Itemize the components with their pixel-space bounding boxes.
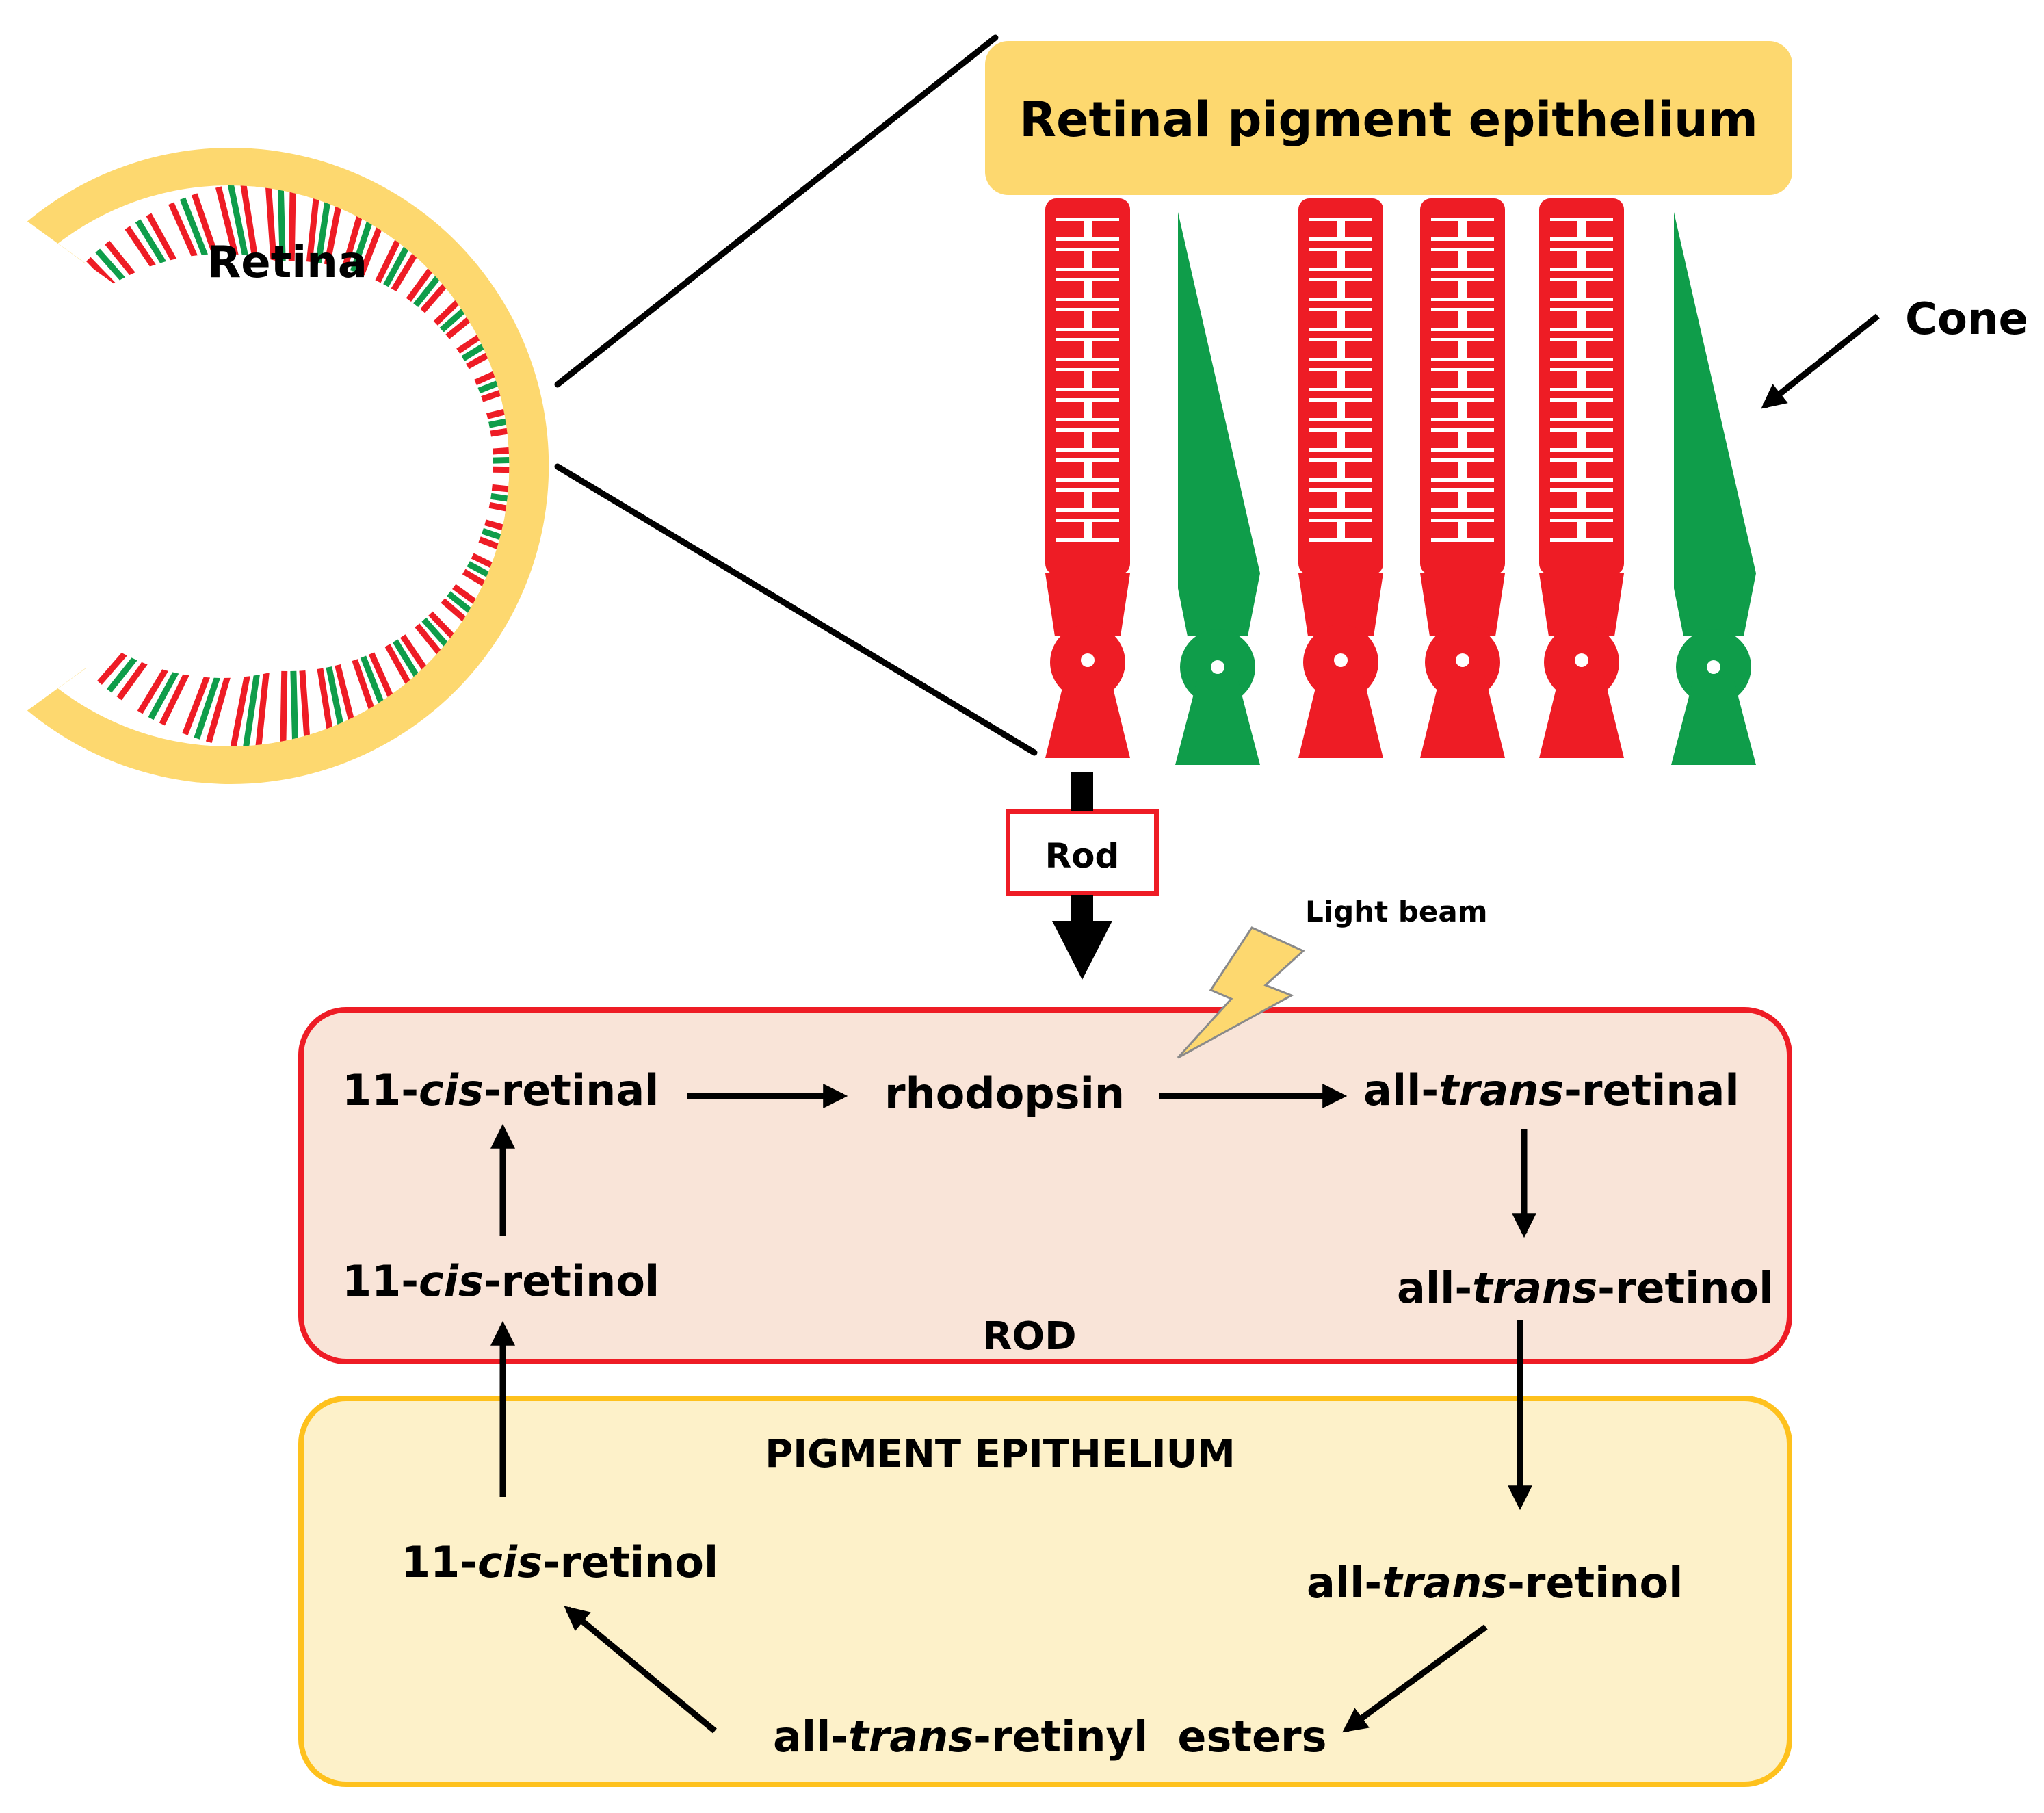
- cone-cell: [1175, 212, 1260, 765]
- cone-label: Cone: [1905, 294, 2028, 345]
- rod-cell: [1298, 198, 1383, 758]
- arrow-trans-retinol-to-esters: [1342, 1624, 1488, 1733]
- retina-stripe: [227, 185, 250, 265]
- retina-stripe: [486, 510, 510, 536]
- retinal-pigment-epithelium-banner: [985, 41, 1792, 195]
- lightning-bolt-icon: [1177, 926, 1305, 1059]
- retina-stripe: [62, 592, 131, 649]
- retina-stripe: [486, 393, 510, 419]
- retina-stripe: [491, 430, 510, 446]
- retina-stripe: [484, 381, 510, 411]
- rod-all-trans-retinol: all-trans-retinol: [1397, 1263, 1774, 1313]
- retina-stripe: [478, 536, 510, 572]
- rod-rhodopsin: rhodopsin: [885, 1069, 1125, 1119]
- retina-stripe: [493, 475, 510, 487]
- retina-stripe: [254, 669, 270, 746]
- zoom-line-bottom: [554, 463, 1038, 756]
- rod-arrow-head: [1052, 921, 1112, 980]
- pe-all-trans-retinol: all-trans-retinol: [1307, 1558, 1683, 1608]
- retina-label: Retina: [207, 237, 367, 288]
- light-beam-label: Light beam: [1305, 895, 1488, 928]
- retina-stripe: [242, 668, 261, 746]
- retina-stripe: [230, 666, 252, 746]
- rod-compartment-box: [298, 1007, 1792, 1364]
- rod-cell: [1539, 198, 1624, 758]
- retina-stripe: [488, 405, 510, 428]
- retina-stripe: [252, 185, 268, 263]
- rod-tag-label: Rod: [1045, 836, 1120, 876]
- rod-all-trans-retinal: all-trans-retinal: [1363, 1065, 1740, 1115]
- rod-down-arrow: [1052, 772, 1112, 980]
- retina-stripe: [490, 417, 510, 437]
- retina-stripe: [265, 185, 277, 262]
- retina-stripe: [492, 443, 510, 455]
- pe-compartment-title: PIGMENT EPITHELIUM: [765, 1432, 1235, 1476]
- retina-stripe: [218, 664, 244, 746]
- pigment-epithelium-compartment-box: [298, 1396, 1792, 1787]
- arrow-esters-to-cis-retinol: [564, 1606, 717, 1734]
- rod-arrow-stem-top: [1071, 772, 1093, 811]
- retina-stripe: [491, 484, 510, 499]
- rod-tag-box: [1006, 809, 1159, 896]
- retina-stripe: [493, 466, 510, 474]
- cone-pointer-arrow: [1761, 313, 1880, 409]
- rod-cell: [1420, 198, 1505, 758]
- retina-stripe: [57, 294, 124, 348]
- retina-stripe: [482, 527, 510, 560]
- retina-stripe: [239, 185, 259, 264]
- pe-all-trans-retinyl-esters: all-trans-retinyl esters: [773, 1712, 1327, 1762]
- rod-compartment-title: ROD: [982, 1314, 1077, 1359]
- retina-stripe: [490, 493, 510, 512]
- pe-11-cis-retinol: 11-cis-retinol: [401, 1537, 719, 1587]
- retina-stripe: [70, 599, 137, 659]
- retina-stripe: [475, 545, 510, 584]
- retina-stripe: [471, 553, 510, 595]
- photoreceptor-cells: [1045, 198, 1756, 765]
- retina-stripe: [57, 585, 125, 640]
- retina-stripe: [69, 275, 135, 334]
- rod-11-cis-retinal: 11-cis-retinal: [342, 1065, 659, 1115]
- retina-stripe: [488, 501, 510, 524]
- cone-cell: [1671, 212, 1756, 765]
- rod-11-cis-retinol: 11-cis-retinol: [342, 1256, 660, 1306]
- zoom-lines: [554, 34, 1038, 756]
- rod-cell: [1045, 198, 1130, 758]
- retina-stripe: [493, 455, 510, 464]
- retina-stripe: [484, 519, 510, 549]
- retina-stripe: [61, 285, 130, 341]
- retina-photoreceptor-layer: [57, 185, 510, 746]
- retina-stripe: [477, 357, 510, 394]
- retina-stripe: [267, 670, 279, 746]
- epithelium-banner-label: Retinal pigment epithelium: [1019, 92, 1758, 148]
- retina-stripe: [474, 346, 510, 386]
- rod-arrow-stem-bottom: [1071, 895, 1093, 921]
- retina-stripe: [481, 369, 510, 402]
- retina-stripe: [277, 185, 286, 261]
- retina-stripe: [215, 186, 241, 268]
- zoom-line-top: [554, 34, 999, 388]
- retina-stripe: [280, 670, 288, 746]
